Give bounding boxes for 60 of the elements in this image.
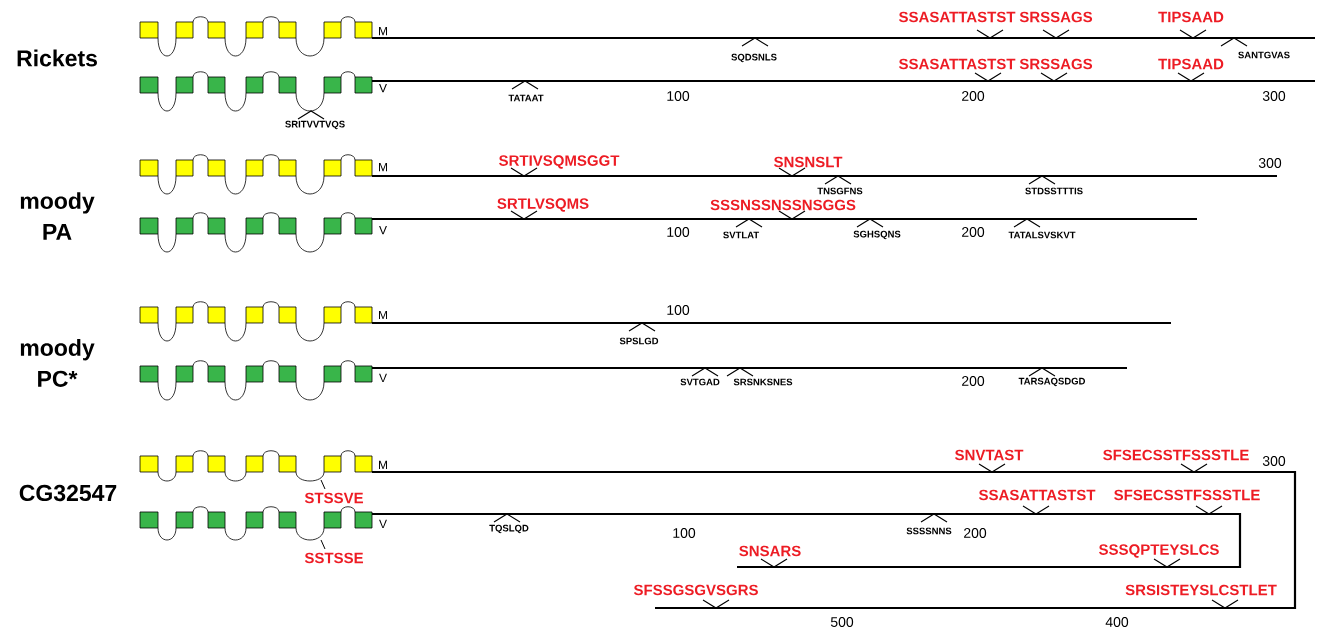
site-label: TIPSAAD xyxy=(1158,11,1224,39)
site-label: TATAAT xyxy=(508,80,544,102)
gene-name: Rickets xyxy=(17,49,97,67)
site-label: SSSNSSNSSNSGGS xyxy=(710,199,856,220)
site-label: TNSGFNS xyxy=(817,175,863,195)
gene-name: CG32547 xyxy=(19,484,117,502)
site-label: SANTGVAS xyxy=(1220,37,1290,59)
isoform-letter: V xyxy=(379,373,387,383)
residue-number: 400 xyxy=(1105,617,1129,627)
isoform-letter: V xyxy=(379,83,387,93)
site-label: SSASATTASTST xyxy=(898,58,1016,82)
site-label: SQDSNLS xyxy=(731,37,777,63)
site-label: SRSSAGS xyxy=(1019,58,1093,82)
residue-number: 200 xyxy=(962,227,985,237)
site-label: SSSQPTEYSLCS xyxy=(1099,544,1219,568)
site-label: SRSSAGS xyxy=(1019,11,1093,39)
site-label: SSSSNNS xyxy=(906,513,952,535)
residue-number: 300 xyxy=(1262,456,1286,466)
isoform-letter: V xyxy=(379,225,387,235)
gene-name: moody PC* xyxy=(20,339,95,387)
isoform-letter: V xyxy=(379,519,387,529)
residue-number: 100 xyxy=(667,91,690,101)
residue-number: 200 xyxy=(964,528,987,538)
site-label: SRSISTEYSLCSTLET xyxy=(1125,584,1277,609)
residue-number: 100 xyxy=(667,227,690,237)
site-label: TIPSAAD xyxy=(1158,58,1224,82)
residue-number: 300 xyxy=(1262,91,1286,101)
site-label: SFSSGSGVSGRS xyxy=(633,584,758,609)
residue-number: 100 xyxy=(673,528,696,538)
site-label: SFSECSSTFSSSTLE xyxy=(1103,449,1249,473)
site-label: STSSVE xyxy=(304,479,363,504)
site-label: SVTLAT xyxy=(723,218,763,239)
isoform-letter: M xyxy=(379,310,387,320)
site-label: SRTIVSQMSGGT xyxy=(499,155,620,177)
site-label: SSTSSE xyxy=(304,539,363,564)
residue-number: 200 xyxy=(962,376,985,386)
site-label: TATALSVSKVT xyxy=(1008,218,1076,239)
residue-number: 300 xyxy=(1258,158,1282,168)
site-label: SNVTAST xyxy=(955,449,1024,473)
residue-number: 100 xyxy=(667,305,690,315)
site-label: SNSNSLT xyxy=(774,156,843,177)
residue-number: 500 xyxy=(830,617,854,627)
site-label: TQSLQD xyxy=(489,513,529,534)
site-label: SGHSQNS xyxy=(853,218,901,240)
isoform-letter: M xyxy=(379,162,387,172)
site-label: SSASATTASTST xyxy=(978,489,1096,515)
site-label: SNSARS xyxy=(739,545,801,568)
site-label: SVTGAD xyxy=(680,367,720,386)
isoform-letter: M xyxy=(379,460,387,470)
site-label: SPSLGD xyxy=(619,322,659,345)
isoform-letter: M xyxy=(379,26,387,36)
gene-name: moody PA xyxy=(20,192,95,240)
site-label: SRSNKSNES xyxy=(726,367,793,386)
site-label: TARSAQSDGD xyxy=(1018,367,1086,387)
site-label: SSASATTASTST xyxy=(898,11,1016,39)
residue-number: 200 xyxy=(962,91,985,101)
site-label: SRTLVSQMS xyxy=(497,198,589,220)
site-label: SRITVVTVQS xyxy=(285,110,345,130)
site-label: STDSSTTTIS xyxy=(1025,175,1083,195)
site-label: SFSECSSTFSSSTLE xyxy=(1114,489,1260,515)
